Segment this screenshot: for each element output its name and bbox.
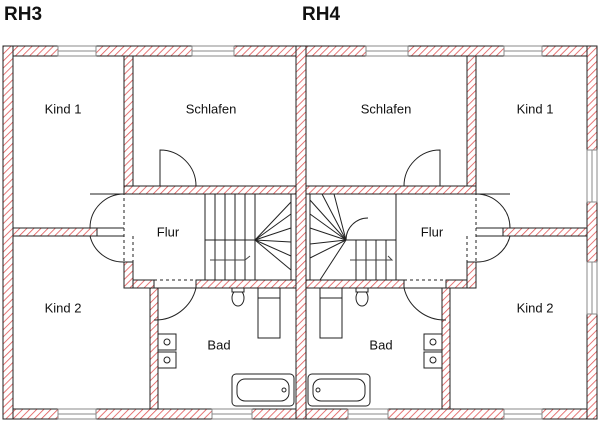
room-label-bad-rh3: Bad [207,337,231,353]
windows [57,45,598,420]
doors-rh3 [89,149,197,321]
room-label-flur-rh3: Flur [156,224,180,240]
unit-label-rh3: RH3 [4,4,43,25]
doors-rh4 [403,149,511,321]
room-label-schlafen-rh3: Schlafen [185,101,237,117]
unit-label-rh4: RH4 [302,4,341,25]
room-label-kind2-rh3: Kind 2 [44,300,82,316]
fixtures-rh3 [157,287,295,407]
fixtures-rh4 [307,287,443,407]
room-label-bad-rh4: Bad [369,337,393,353]
room-label-kind2-rh4: Kind 2 [516,300,554,316]
room-label-flur-rh4: Flur [420,224,444,240]
room-label-kind1-rh4: Kind 1 [516,101,554,117]
stairs-rh3 [204,193,292,281]
room-label-kind1-rh3: Kind 1 [44,101,82,117]
room-label-schlafen-rh4: Schlafen [360,101,412,117]
stairs-rh4 [309,193,397,281]
